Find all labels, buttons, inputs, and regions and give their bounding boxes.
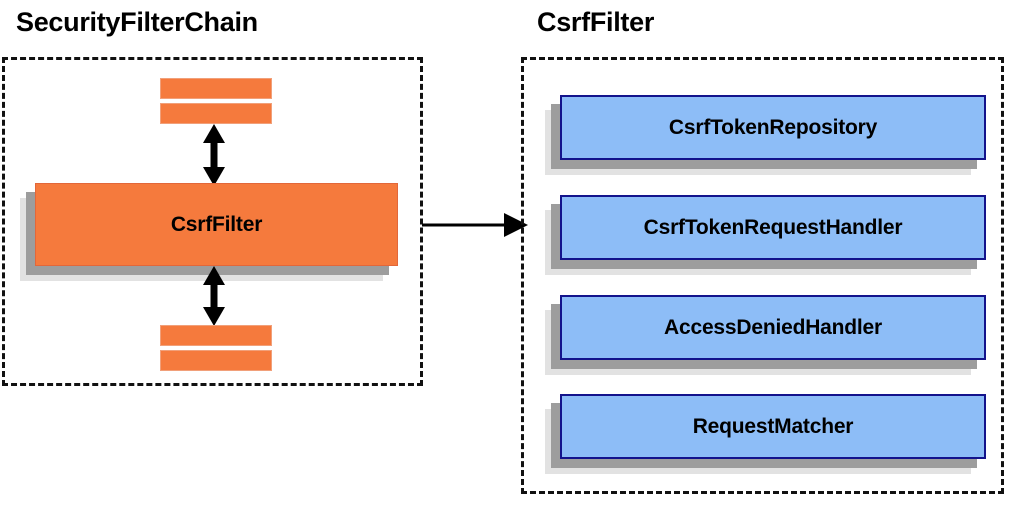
security-filter-chain-group: [2, 57, 423, 386]
csrf-filter-detail-group: [521, 57, 1004, 494]
right-panel-title: CsrfFilter: [537, 7, 655, 37]
csrffilter-detail-arrow: [422, 213, 528, 237]
bottom-bidirectional-arrow: [203, 266, 225, 326]
node-csrf-filter-label: CsrfFilter: [35, 183, 398, 266]
node-request-matcher[interactable]: RequestMatcher: [545, 394, 986, 474]
node-csrf-token-repository[interactable]: CsrfTokenRepository: [545, 95, 986, 175]
node-request-matcher-label: RequestMatcher: [560, 394, 986, 459]
node-csrf-token-request-handler[interactable]: CsrfTokenRequestHandler: [545, 195, 986, 275]
filter-bar-bottom-1: [160, 325, 272, 346]
filter-bar-top-2: [160, 103, 272, 124]
node-access-denied-handler[interactable]: AccessDeniedHandler: [545, 295, 986, 375]
node-csrf-token-repository-label: CsrfTokenRepository: [560, 95, 986, 160]
node-csrf-filter[interactable]: CsrfFilter: [20, 183, 398, 281]
filter-bar-bottom-2: [160, 350, 272, 371]
filter-bar-top-1: [160, 78, 272, 99]
top-bidirectional-arrow: [203, 124, 225, 186]
node-access-denied-handler-label: AccessDeniedHandler: [560, 295, 986, 360]
node-csrf-token-request-handler-label: CsrfTokenRequestHandler: [560, 195, 986, 260]
left-panel-title: SecurityFilterChain: [16, 7, 258, 37]
